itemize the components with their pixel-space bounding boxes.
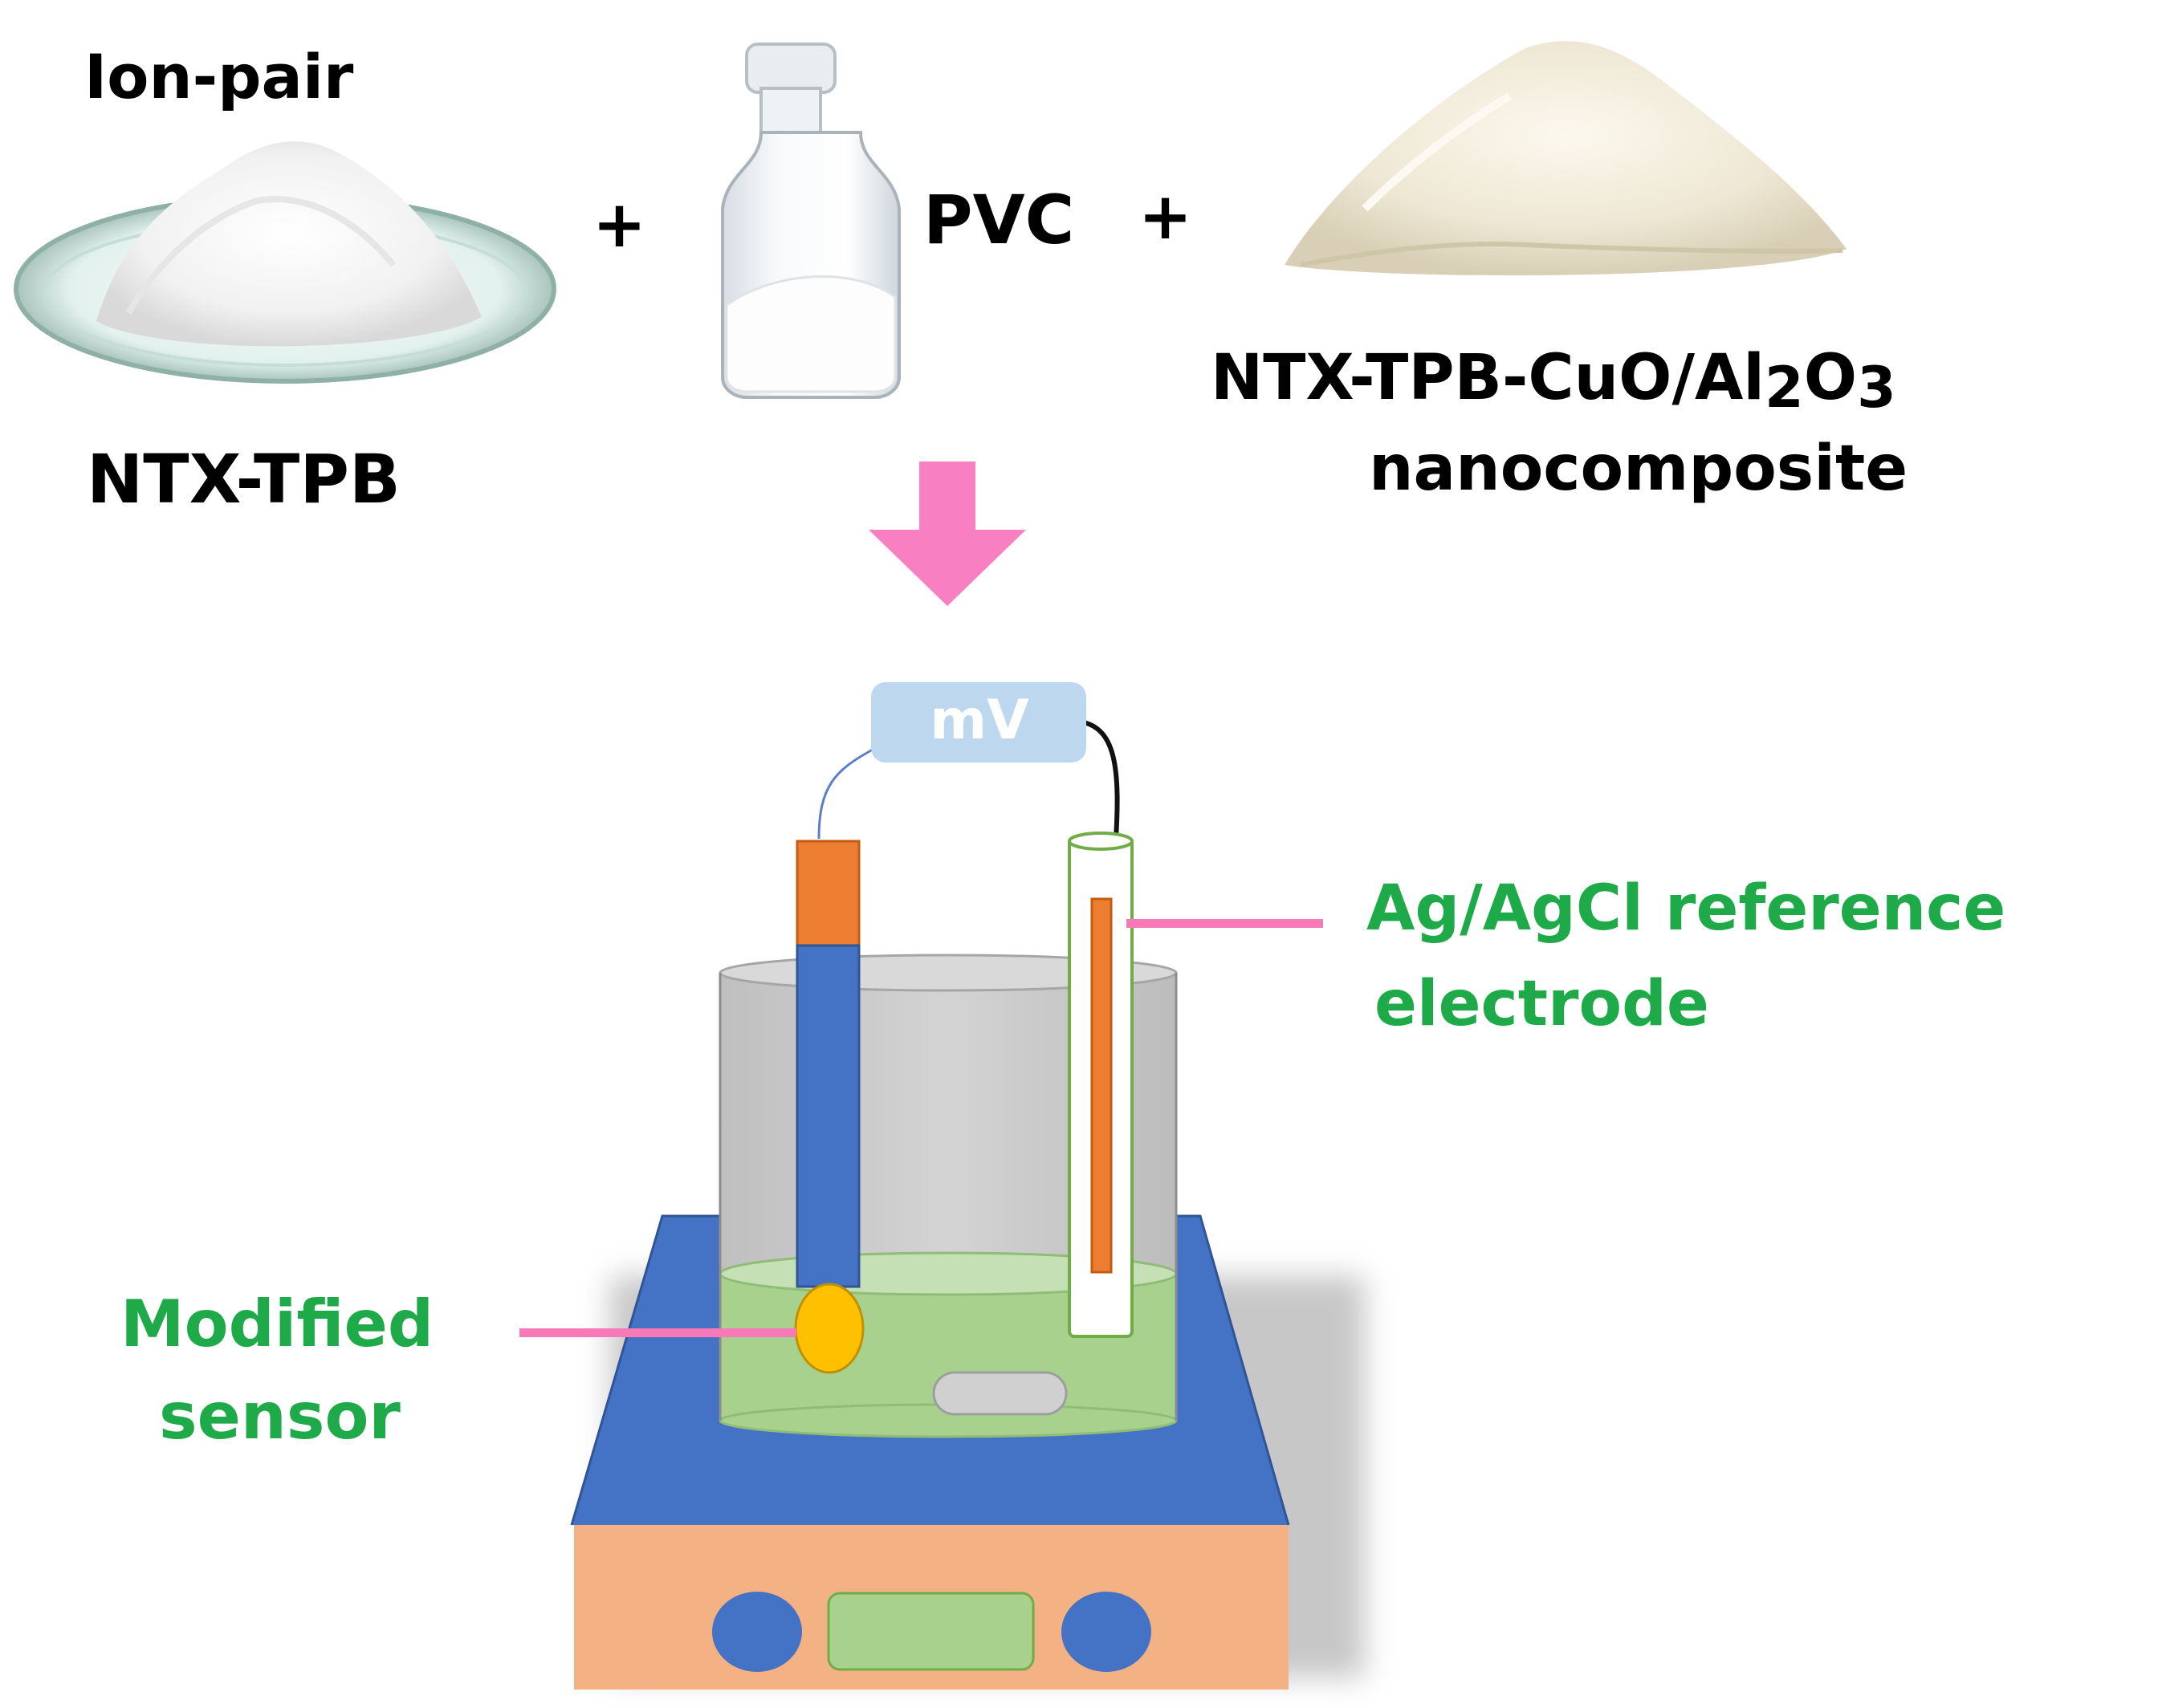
- reference-electrode: [1068, 832, 1134, 1338]
- formula-sub-3: 3: [1857, 355, 1896, 421]
- pvc-label: PVC: [923, 181, 1075, 259]
- ion-pair-label: Ion-pair: [84, 41, 354, 112]
- stir-bar: [932, 1371, 1068, 1416]
- plus-sign-1: +: [592, 187, 647, 262]
- stirrer-knob-right-icon[interactable]: [1061, 1592, 1151, 1672]
- sensor-label-line2: sensor: [159, 1379, 401, 1454]
- stirrer-knob-left-icon[interactable]: [712, 1592, 802, 1672]
- millivolt-meter: [871, 682, 1086, 762]
- reference-label-line2: electrode: [1374, 968, 1709, 1040]
- pvc-bottle-image: [721, 43, 901, 399]
- nanocomposite-powder-image: [1285, 41, 1847, 276]
- modified-sensor-electrode: [794, 840, 865, 1374]
- formula-main: NTX-TPB-CuO/Al: [1211, 342, 1765, 414]
- reference-wire: [1083, 720, 1120, 840]
- watch-glass-powder-image: [14, 141, 556, 384]
- meter-label: mV: [930, 689, 1029, 752]
- reference-label-line1: Ag/AgCl reference: [1366, 872, 2006, 945]
- nanocomposite-formula: NTX-TPB-CuO/Al2O3: [1211, 347, 1896, 416]
- formula-sub-2: 2: [1765, 355, 1804, 421]
- down-arrow: [869, 462, 1026, 606]
- stirrer-display: [827, 1592, 1035, 1671]
- sensor-pointer-line: [519, 1328, 796, 1337]
- nanocomposite-label: nanocomposite: [1369, 433, 1908, 505]
- ntx-tpb-label: NTX-TPB: [87, 440, 401, 518]
- plus-sign-2: +: [1138, 179, 1193, 254]
- sensor-wire: [817, 733, 879, 840]
- sensor-label-line1: Modified: [120, 1287, 434, 1361]
- reference-pointer-line: [1126, 919, 1323, 928]
- formula-mid: O: [1803, 342, 1858, 414]
